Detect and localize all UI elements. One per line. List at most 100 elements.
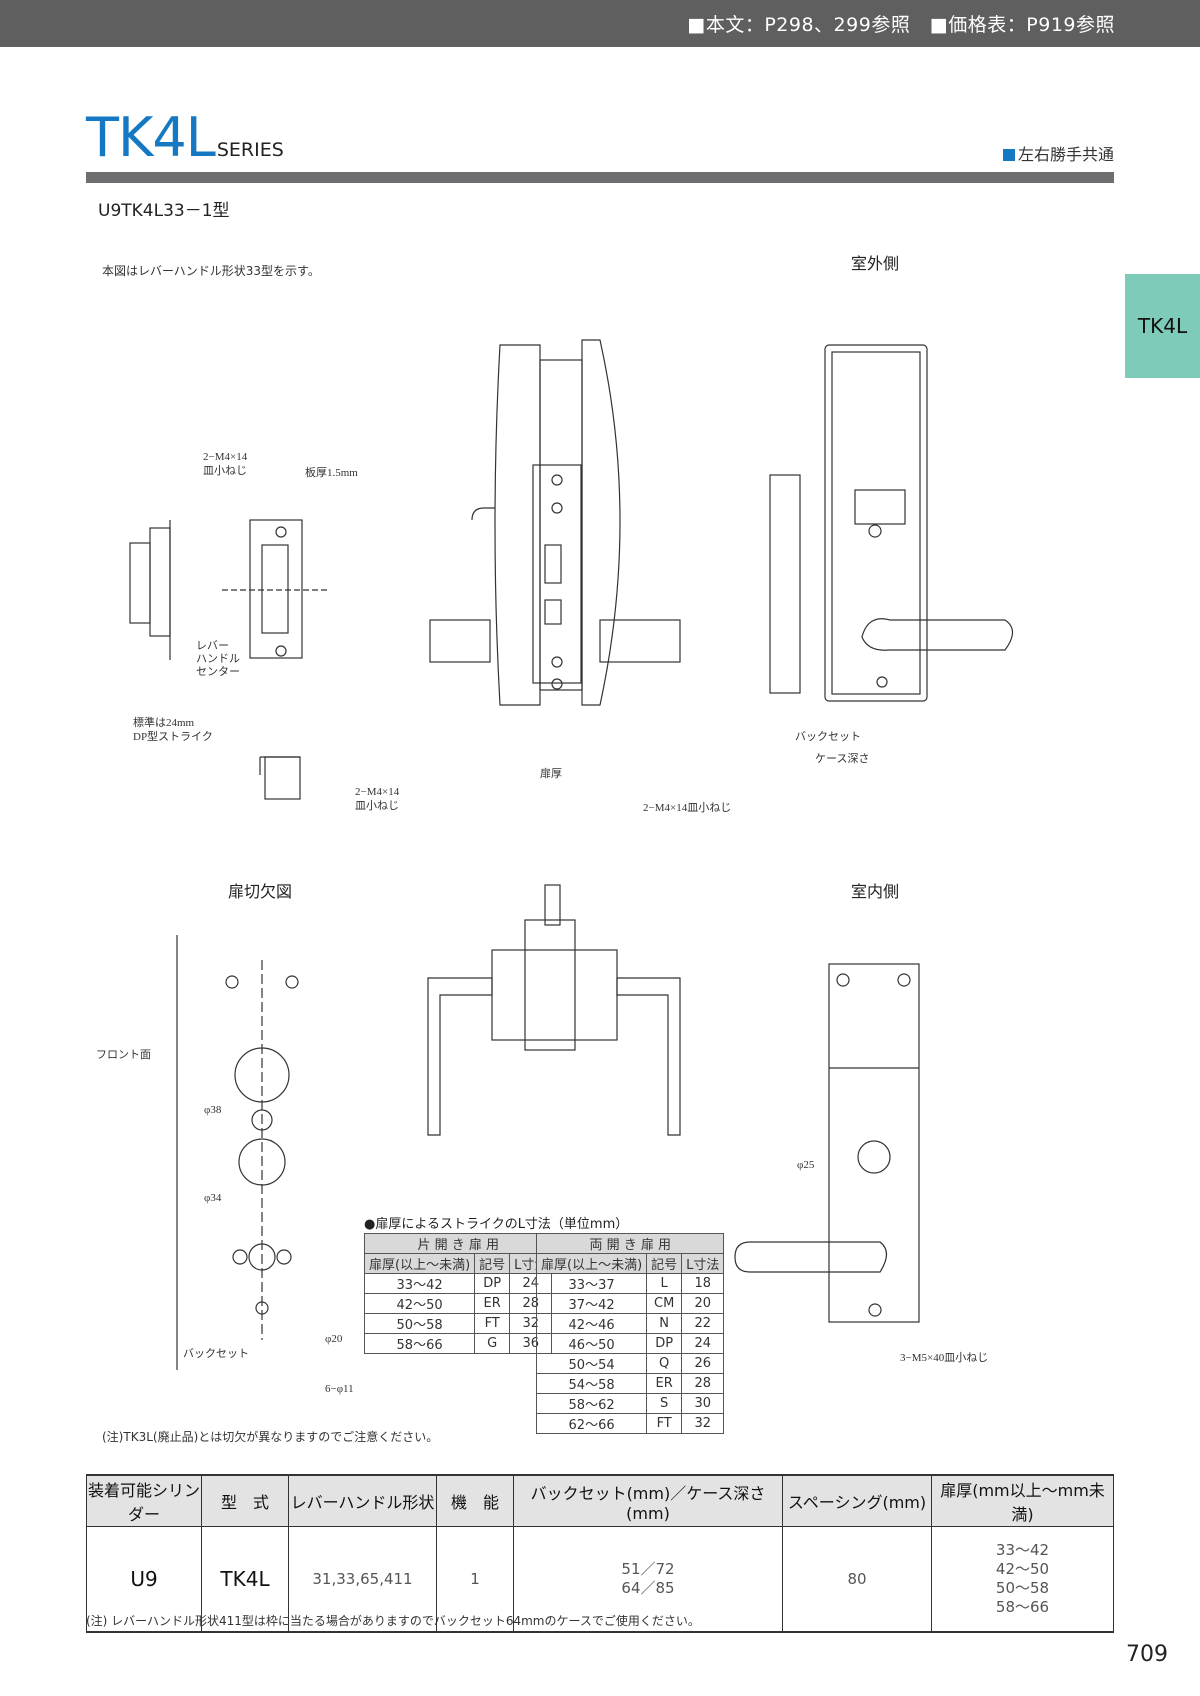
tagline: 左右勝手共通	[1002, 141, 1114, 165]
strike-single-header: 片 開 き 扉 用	[363, 1233, 553, 1254]
table-cell: 33〜37	[535, 1273, 648, 1294]
cutout-note: (注)TK3L(廃止品)とは切欠が異なりますのでご注意ください。	[102, 1430, 439, 1444]
dim-label: バックセット	[183, 1347, 249, 1360]
dim-label: φ38	[204, 1104, 222, 1116]
lock-section-drawing	[429, 339, 681, 706]
table-cell: 26	[681, 1353, 725, 1374]
table-cell: 54〜58	[535, 1373, 648, 1394]
table-cell: 33〜42	[363, 1273, 476, 1294]
page-refs: ■本文：P298、299参照 ■価格表：P919参照	[687, 14, 1115, 36]
table-cell: 50〜54	[535, 1353, 648, 1374]
spec-backset-line: 51／72	[621, 1560, 675, 1578]
spec-header: バックセット(mm)／ケース深さ(mm)	[513, 1474, 783, 1527]
spec-thickness-line: 33〜42	[995, 1541, 1050, 1559]
col-code: 記号	[474, 1253, 511, 1274]
side-tab[interactable]: TK4L	[1125, 274, 1200, 378]
table-cell: N	[646, 1313, 683, 1334]
spec-header: 型 式	[201, 1474, 289, 1527]
table-cell: DP	[646, 1333, 683, 1354]
strike-plate-drawing	[129, 519, 330, 800]
cutout-view-title: 扉切欠図	[228, 882, 293, 901]
header-bar: ■本文：P298、299参照 ■価格表：P919参照	[0, 0, 1200, 47]
dim-label: φ25	[797, 1159, 815, 1171]
model-number: U9TK4L33－1型	[98, 201, 230, 221]
table-cell: CM	[646, 1293, 683, 1314]
table-cell: S	[646, 1393, 683, 1414]
series-name: TK4L	[86, 106, 216, 169]
spec-thickness: 33〜42 42〜50 50〜58 58〜66	[931, 1526, 1114, 1633]
spec-backset: 51／72 64／85	[513, 1526, 783, 1633]
inside-escutcheon-drawing	[734, 963, 920, 1323]
spec-function: 1	[436, 1526, 514, 1633]
dim-label: 3−M5×40皿小ねじ	[900, 1351, 988, 1364]
dim-label: 標準は24mm	[133, 715, 195, 729]
spec-header: 機 能	[436, 1474, 514, 1527]
dim-label: 板厚1.5mm	[305, 465, 358, 479]
table-cell: 58〜62	[535, 1393, 648, 1414]
col-l-dimension: L寸法	[681, 1253, 725, 1274]
table-row: U9 TK4L 31,33,65,411 1 51／72 64／85 80 33…	[86, 1526, 1114, 1633]
dim-label: バックセット	[795, 730, 861, 743]
dim-label: ハンドル	[196, 653, 240, 665]
table-cell: G	[474, 1333, 511, 1354]
strike-double-header: 両 開 き 扉 用	[535, 1233, 725, 1254]
table-cell: 50〜58	[363, 1313, 476, 1334]
dim-label: ケース深さ	[815, 752, 869, 765]
page-number: 709	[1126, 1642, 1168, 1667]
dim-label: φ20	[325, 1333, 343, 1345]
table-cell: 22	[681, 1313, 725, 1334]
spec-thickness-line: 50〜58	[995, 1579, 1050, 1597]
drawing-note: 本図はレバーハンドル形状33型を示す。	[102, 264, 320, 278]
dim-label: センター	[196, 665, 240, 678]
table-cell: 42〜50	[363, 1293, 476, 1314]
table-cell: 58〜66	[363, 1333, 476, 1354]
outside-view-title: 室外側	[851, 254, 900, 273]
spec-header: 装着可能シリンダー	[86, 1474, 202, 1527]
bottom-note: (注) レバーハンドル形状411型は枠に当たる場合がありますのでバックセット64…	[86, 1614, 700, 1628]
table-cell: FT	[474, 1313, 511, 1334]
spec-header: スペーシング(mm)	[782, 1474, 932, 1527]
dim-label: 扉厚	[540, 767, 562, 780]
dim-label: 2−M4×14	[203, 451, 248, 463]
door-cutout-drawing	[176, 935, 299, 1370]
dim-label: 6−φ11	[325, 1383, 354, 1395]
strike-table-title: ●扉厚によるストライクのL寸法（単位mm）	[364, 1217, 629, 1232]
spec-header: 扉厚(mm以上〜mm未満)	[931, 1474, 1114, 1527]
col-door-thickness: 扉厚(以上〜未満)	[363, 1253, 476, 1274]
spec-header: レバーハンドル形状	[288, 1474, 437, 1527]
spec-table: 装着可能シリンダー 型 式 レバーハンドル形状 機 能 バックセット(mm)／ケ…	[86, 1474, 1114, 1633]
inside-view-title: 室内側	[851, 882, 900, 901]
dim-label: 皿小ねじ	[355, 799, 399, 812]
spec-cylinder: U9	[86, 1526, 202, 1633]
spec-model: TK4L	[201, 1526, 289, 1633]
spec-spacing: 80	[782, 1526, 932, 1633]
dim-label: フロント面	[96, 1049, 151, 1061]
series-suffix: SERIES	[216, 139, 284, 161]
table-cell: 37〜42	[535, 1293, 648, 1314]
table-cell: L	[646, 1273, 683, 1294]
table-cell: 46〜50	[535, 1333, 648, 1354]
table-cell: 42〜46	[535, 1313, 648, 1334]
outside-escutcheon-drawing	[769, 344, 1014, 702]
square-bullet-icon	[1002, 149, 1015, 161]
col-door-thickness: 扉厚(以上〜未満)	[535, 1253, 648, 1274]
dim-label: 2−M4×14皿小ねじ	[643, 801, 731, 814]
table-cell: Q	[646, 1353, 683, 1374]
dim-label: レバー	[196, 639, 229, 652]
title-rule	[86, 172, 1114, 183]
table-cell: 62〜66	[535, 1413, 648, 1434]
